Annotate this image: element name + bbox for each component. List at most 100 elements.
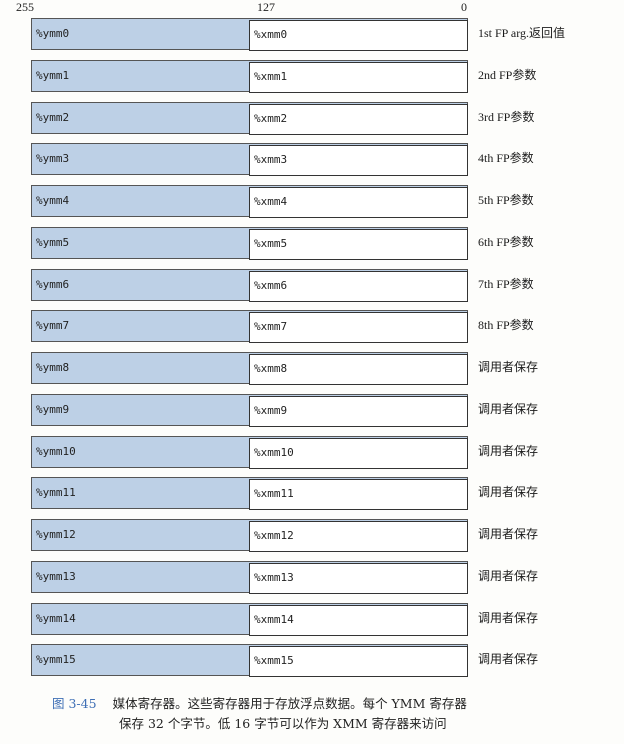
register-row: %ymm11 %xmm11 调用者保存 <box>31 477 538 511</box>
figure-caption: 图 3-45 媒体寄存器。这些寄存器用于存放浮点数据。每个 YMM 寄存器 保存 … <box>52 694 592 734</box>
register-row: %ymm9 %xmm9 调用者保存 <box>31 393 538 427</box>
xmm-register-label: %xmm15 <box>254 654 294 668</box>
ymm-register-label: %ymm13 <box>36 569 76 583</box>
xmm-register-label: %xmm11 <box>254 487 294 501</box>
xmm-register-label: %xmm13 <box>254 570 294 584</box>
register-row: %ymm4 %xmm4 5th FP参数 <box>31 185 534 218</box>
ymm-register-box: %ymm13 %xmm13 <box>31 560 468 594</box>
xmm-register-box: %xmm5 <box>249 228 468 260</box>
ymm-register-label: %ymm12 <box>36 528 76 541</box>
ymm-register-label: %ymm4 <box>36 194 70 207</box>
xmm-register-label: %xmm0 <box>254 28 288 41</box>
ymm-register-label: %ymm3 <box>36 152 70 166</box>
ymm-register-box: %ymm5 %xmm5 <box>31 226 468 260</box>
ymm-register-box: %ymm8 %xmm8 <box>31 352 468 385</box>
register-row: %ymm1 %xmm1 2nd FP参数 <box>31 59 536 93</box>
xmm-register-label: %xmm14 <box>254 612 294 626</box>
register-row: %ymm5 %xmm5 6th FP参数 <box>31 226 534 260</box>
ymm-register-box: %ymm2 %xmm2 <box>31 101 468 135</box>
ymm-register-box: %ymm10 %xmm10 <box>31 435 468 469</box>
ymm-register-label: %ymm10 <box>36 444 76 458</box>
ymm-register-label: %ymm1 <box>36 68 70 82</box>
register-row: %ymm15 %xmm15 调用者保存 <box>31 644 538 678</box>
xmm-register-box: %xmm4 <box>249 187 468 218</box>
ymm-register-label: %ymm6 <box>36 277 70 291</box>
register-row: %ymm10 %xmm10 调用者保存 <box>31 435 538 469</box>
figure-number: 图 3-45 <box>52 696 97 711</box>
ymm-register-label: %ymm2 <box>36 110 70 124</box>
ymm-register-box: %ymm6 %xmm6 <box>31 268 468 302</box>
xmm-register-box: %xmm10 <box>249 437 468 469</box>
register-role-label: 1st FP arg.返回值 <box>478 26 566 40</box>
ymm-register-box: %ymm12 %xmm12 <box>31 519 468 552</box>
ymm-register-label: %ymm7 <box>36 319 70 333</box>
ymm-register-box: %ymm1 %xmm1 <box>31 59 468 93</box>
ymm-register-label: %ymm8 <box>36 361 70 374</box>
xmm-register-box: %xmm8 <box>249 354 468 385</box>
register-role-label: 调用者保存 <box>478 360 539 374</box>
xmm-register-label: %xmm12 <box>254 529 294 542</box>
register-row: %ymm0 %xmm0 1st FP arg.返回值 <box>31 18 565 51</box>
ymm-register-box: %ymm7 %xmm7 <box>31 310 468 344</box>
xmm-register-label: %xmm9 <box>254 403 288 417</box>
register-row: %ymm2 %xmm2 3rd FP参数 <box>31 101 534 135</box>
register-role-label: 调用者保存 <box>478 568 539 583</box>
register-role-label: 2nd FP参数 <box>478 67 537 82</box>
register-row: %ymm14 %xmm14 调用者保存 <box>31 602 538 636</box>
xmm-register-box: %xmm11 <box>249 479 468 511</box>
ymm-register-label: %ymm0 <box>36 27 70 40</box>
xmm-register-label: %xmm10 <box>254 445 294 459</box>
ymm-register-box: %ymm9 %xmm9 <box>31 393 468 427</box>
ymm-register-label: %ymm15 <box>36 653 76 667</box>
register-role-label: 7th FP参数 <box>478 276 534 291</box>
register-role-label: 8th FP参数 <box>478 318 534 333</box>
ymm-register-label: %ymm11 <box>36 486 76 500</box>
bit-label-127: 127 <box>257 0 275 14</box>
xmm-register-box: %xmm1 <box>249 61 468 93</box>
ymm-register-box: %ymm3 %xmm3 <box>31 143 468 177</box>
register-role-label: 3rd FP参数 <box>478 109 535 124</box>
ymm-register-box: %ymm0 %xmm0 <box>31 18 468 51</box>
caption-line-1: 媒体寄存器。这些寄存器用于存放浮点数据。每个 YMM 寄存器 <box>112 696 467 711</box>
ymm-register-label: %ymm5 <box>36 235 70 249</box>
register-role-label: 5th FP参数 <box>478 193 534 207</box>
xmm-register-label: %xmm6 <box>254 278 288 292</box>
xmm-register-box: %xmm15 <box>249 646 468 678</box>
ymm-register-label: %ymm9 <box>36 402 70 416</box>
register-row: %ymm8 %xmm8 调用者保存 <box>31 352 538 385</box>
ymm-register-box: %ymm11 %xmm11 <box>31 477 468 511</box>
register-role-label: 调用者保存 <box>478 652 539 667</box>
xmm-register-label: %xmm8 <box>254 362 288 375</box>
xmm-register-label: %xmm1 <box>254 69 288 83</box>
ymm-register-box: %ymm14 %xmm14 <box>31 602 468 636</box>
xmm-register-box: %xmm0 <box>249 20 468 51</box>
register-role-label: 4th FP参数 <box>478 151 534 166</box>
register-role-label: 调用者保存 <box>478 443 539 458</box>
caption-line-2: 保存 32 个字节。低 16 字节可以作为 XMM 寄存器来访问 <box>119 716 447 731</box>
xmm-register-label: %xmm2 <box>254 111 288 125</box>
xmm-register-label: %xmm4 <box>254 195 288 208</box>
xmm-register-box: %xmm2 <box>249 103 468 135</box>
xmm-register-label: %xmm3 <box>254 153 288 167</box>
xmm-register-box: %xmm7 <box>249 312 468 344</box>
ymm-register-box: %ymm15 %xmm15 <box>31 644 468 678</box>
ymm-register-label: %ymm14 <box>36 611 76 625</box>
bit-label-0: 0 <box>461 0 467 14</box>
xmm-register-box: %xmm14 <box>249 604 468 636</box>
xmm-register-label: %xmm7 <box>254 320 288 334</box>
register-row: %ymm12 %xmm12 调用者保存 <box>31 519 538 552</box>
register-role-label: 调用者保存 <box>478 610 539 625</box>
xmm-register-box: %xmm12 <box>249 521 468 552</box>
register-row: %ymm3 %xmm3 4th FP参数 <box>31 143 534 177</box>
xmm-register-box: %xmm13 <box>249 562 468 594</box>
register-role-label: 6th FP参数 <box>478 234 534 249</box>
bit-label-255: 255 <box>16 0 34 14</box>
register-role-label: 调用者保存 <box>478 485 539 500</box>
xmm-register-box: %xmm3 <box>249 145 468 177</box>
xmm-register-box: %xmm9 <box>249 395 468 427</box>
register-row: %ymm13 %xmm13 调用者保存 <box>31 560 538 594</box>
register-row: %ymm7 %xmm7 8th FP参数 <box>31 310 534 344</box>
register-role-label: 调用者保存 <box>478 401 539 416</box>
ymm-register-box: %ymm4 %xmm4 <box>31 185 468 218</box>
register-role-label: 调用者保存 <box>478 527 539 541</box>
